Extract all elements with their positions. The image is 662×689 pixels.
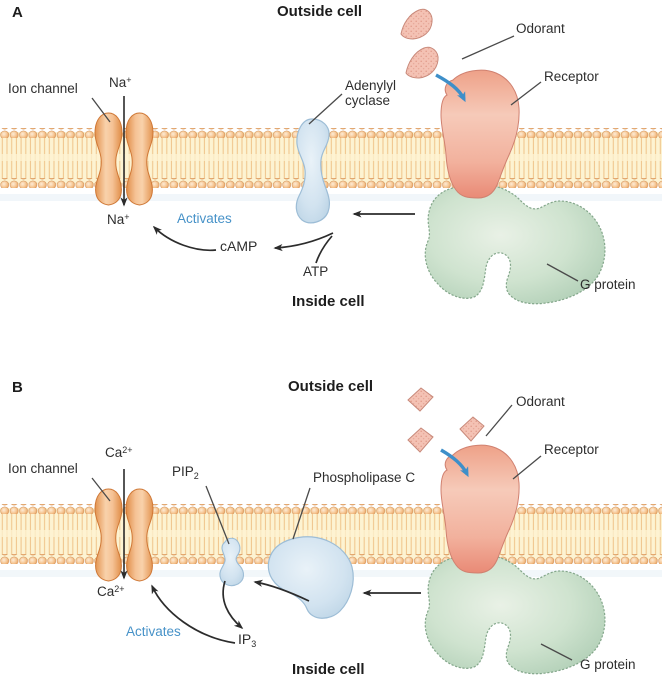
activates-label-a: Activates bbox=[177, 211, 232, 226]
arrow-atp-to-camp bbox=[273, 232, 334, 252]
pointer-pip2 bbox=[205, 485, 230, 545]
ca-outside-label: Ca2+ bbox=[105, 445, 133, 460]
ion-channel-label-a: Ion channel bbox=[8, 81, 78, 96]
pip2-label: PIP2 bbox=[172, 464, 199, 481]
odorant-binding-arrow-a bbox=[435, 73, 466, 103]
odorant-binding-arrow-b bbox=[440, 448, 469, 478]
arrow-pip2-to-ip3 bbox=[222, 580, 244, 630]
pointer-lines-a bbox=[91, 35, 579, 282]
odorant-label-a: Odorant bbox=[516, 21, 565, 36]
ion-channel-label-b: Ion channel bbox=[8, 461, 78, 476]
ca-inside-label: Ca2+ bbox=[97, 584, 125, 599]
pointer-lines-b bbox=[91, 404, 573, 661]
atp-connector-line bbox=[315, 235, 333, 264]
pointer-phospholipase-c bbox=[292, 487, 311, 540]
outside-cell-label-a: Outside cell bbox=[277, 3, 363, 20]
na-outside-label: Na+ bbox=[109, 75, 132, 90]
pointer-g-protein-b bbox=[540, 643, 573, 661]
pointer-receptor-a bbox=[510, 81, 542, 106]
receptor-label-b: Receptor bbox=[544, 442, 599, 457]
odorant-particle-3 bbox=[407, 427, 434, 453]
adenylyl-cyclase-shape bbox=[295, 118, 331, 224]
inner-membrane-shade-a bbox=[0, 194, 662, 201]
atp-label: ATP bbox=[303, 264, 329, 279]
phospholipase-c-label: Phospholipase C bbox=[313, 470, 416, 485]
activation-arrow-ip3-to-channel bbox=[151, 584, 236, 644]
pointer-g-protein-a bbox=[546, 263, 579, 282]
g-protein-shape-a bbox=[424, 185, 606, 305]
outside-cell-label-b: Outside cell bbox=[288, 378, 374, 395]
activation-arrow-camp-to-channel bbox=[152, 225, 217, 252]
adenylyl-line1: Adenylyl bbox=[345, 78, 397, 93]
na-inside-label: Na+ bbox=[107, 212, 130, 227]
pointer-receptor-b bbox=[512, 455, 542, 480]
adenylyl-line2: cyclase bbox=[345, 93, 391, 108]
pointer-ion-channel-b bbox=[91, 477, 111, 502]
pointer-adenylyl-cyclase bbox=[308, 93, 343, 125]
g-protein-label-b: G protein bbox=[580, 657, 636, 672]
receptor-label-a: Receptor bbox=[544, 69, 599, 84]
g-protein-label-a: G protein bbox=[580, 277, 636, 292]
inside-cell-label-b: Inside cell bbox=[292, 661, 365, 678]
odorant-droplet-2 bbox=[405, 46, 439, 79]
odorant-particle-2 bbox=[459, 416, 485, 442]
inside-cell-label-a: Inside cell bbox=[292, 293, 365, 310]
activates-label-b: Activates bbox=[126, 624, 181, 639]
panel-letter-b: B bbox=[12, 379, 23, 396]
ip3-label: IP3 bbox=[238, 631, 257, 649]
pointer-odorant-b bbox=[485, 404, 513, 437]
odorant-label-b: Odorant bbox=[516, 394, 565, 409]
pointer-ion-channel-a bbox=[91, 97, 111, 123]
camp-label: cAMP bbox=[220, 238, 258, 254]
odorant-droplet-1 bbox=[400, 8, 433, 40]
pointer-odorant-a bbox=[461, 35, 515, 60]
adenylyl-cyclase-label: Adenylyl cyclase bbox=[345, 78, 396, 108]
panel-letter-a: A bbox=[12, 4, 23, 21]
arrow-plc-to-pip2 bbox=[253, 579, 310, 602]
phospholipase-c-shape bbox=[267, 536, 354, 619]
odorant-particle-1 bbox=[407, 387, 434, 412]
pip2-shape bbox=[219, 537, 245, 587]
